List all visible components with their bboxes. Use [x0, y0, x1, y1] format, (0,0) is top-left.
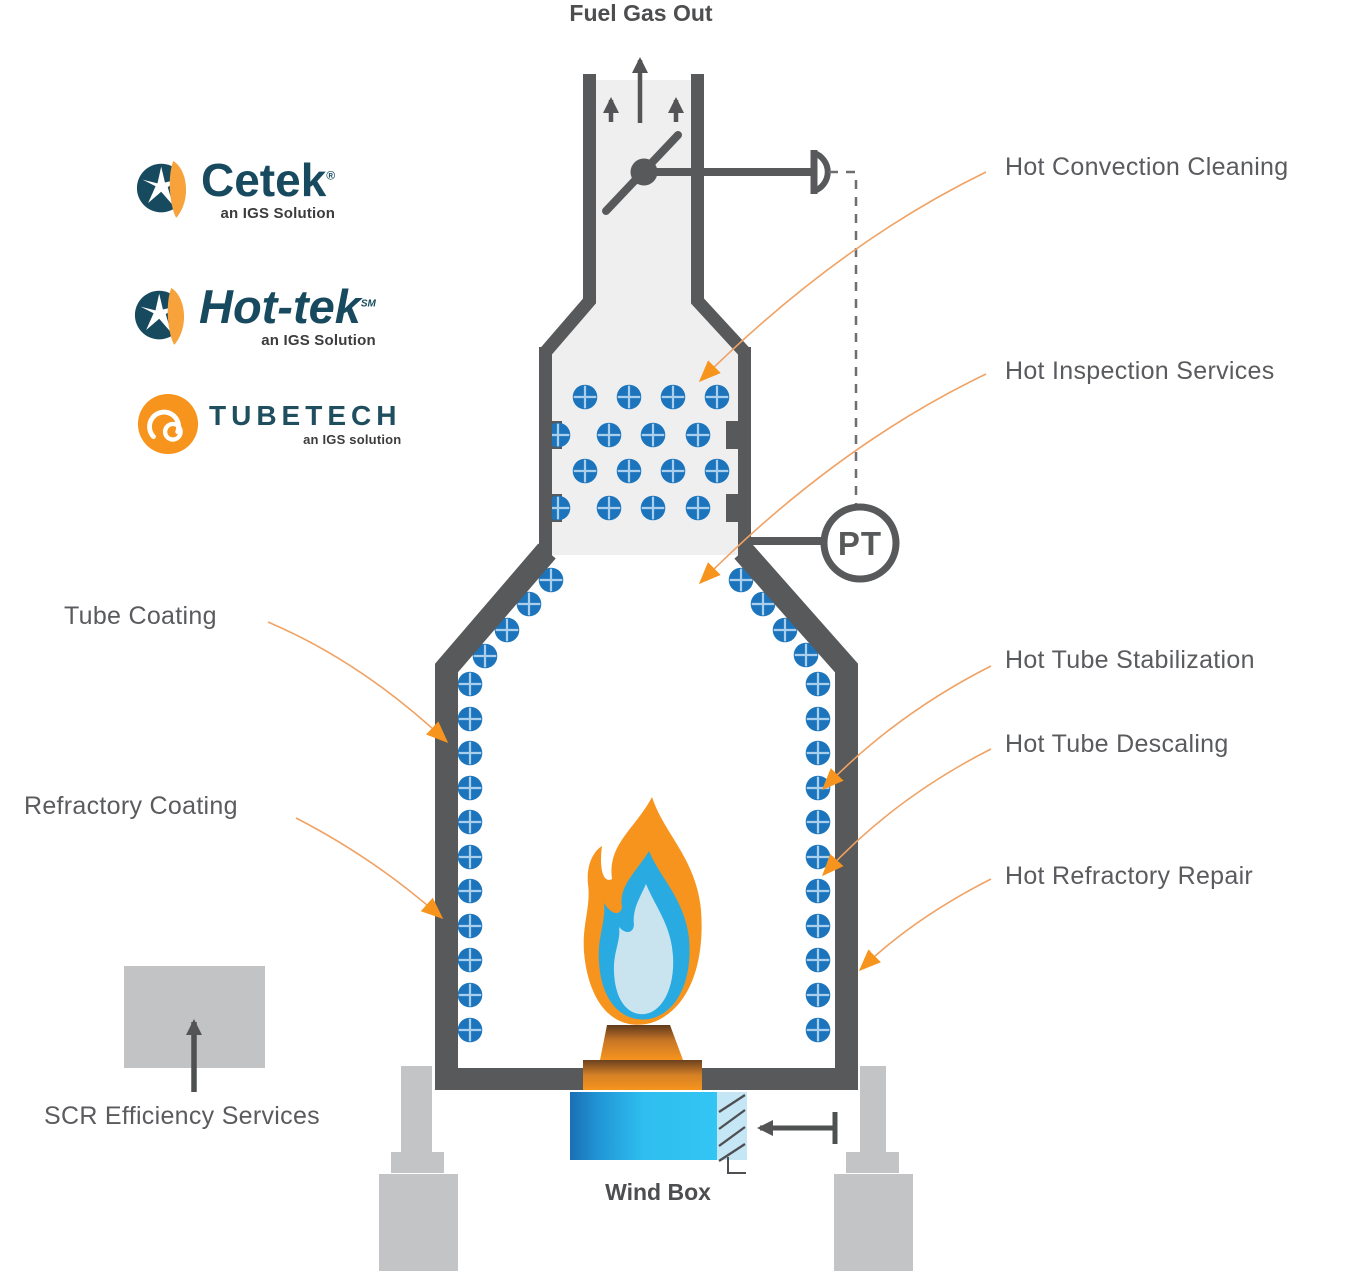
wind-box-air-arrow — [757, 1112, 838, 1144]
leader-hot-tube-stabilization — [821, 665, 992, 791]
burner — [583, 1025, 702, 1090]
wind-box-label: Wind Box — [605, 1179, 711, 1205]
callout-hot-convection-cleaning: Hot Convection Cleaning — [1005, 153, 1289, 181]
leader-hot-convection-cleaning — [698, 171, 987, 383]
scr-unit — [124, 966, 265, 1092]
pt-gauge-label: PT — [838, 525, 882, 562]
tubetech-logo: TUBETECH an IGS solution — [136, 392, 401, 456]
tubetech-logo-icon — [137, 393, 199, 455]
steel-supports — [379, 1066, 913, 1271]
pt-gauge: PT — [740, 503, 900, 583]
leader-hot-refractory-repair — [858, 878, 992, 972]
leader-refractory-coating — [295, 817, 444, 919]
callout-leader-lines — [267, 171, 992, 972]
tubetech-tagline: an IGS solution — [303, 431, 402, 447]
stack-damper — [602, 131, 858, 504]
callout-hot-tube-descaling: Hot Tube Descaling — [1005, 730, 1229, 758]
leader-hot-tube-descaling — [821, 748, 992, 877]
callout-tube-coating: Tube Coating — [64, 602, 217, 630]
fuel-gas-out-label: Fuel Gas Out — [569, 0, 713, 26]
callout-hot-inspection-services: Hot Inspection Services — [1005, 357, 1275, 385]
cetek-tagline: an IGS Solution — [220, 204, 336, 222]
cetek-logo-icon — [136, 161, 187, 218]
hottek-logo: Hot-tekSM an IGS Solution — [134, 283, 376, 349]
tubetech-wordmark: TUBETECH — [209, 399, 402, 431]
burner-flame — [583, 797, 702, 1025]
damper-handle — [810, 150, 831, 194]
callout-hot-tube-stabilization: Hot Tube Stabilization — [1005, 646, 1255, 674]
leader-tube-coating — [267, 621, 449, 744]
wind-box — [570, 1092, 838, 1174]
cetek-logo: Cetek® an IGS Solution — [136, 156, 335, 222]
callout-scr-efficiency-services: SCR Efficiency Services — [44, 1102, 320, 1130]
hottek-wordmark: Hot-tekSM — [199, 280, 376, 333]
leader-hot-inspection-services — [698, 373, 987, 585]
cetek-wordmark: Cetek® — [201, 153, 336, 206]
callout-refractory-coating: Refractory Coating — [24, 792, 238, 820]
flue-gas-arrows — [603, 57, 684, 123]
callout-hot-refractory-repair: Hot Refractory Repair — [1005, 862, 1254, 890]
hottek-logo-icon — [134, 288, 185, 345]
furnace-walls — [435, 74, 858, 1079]
hottek-tagline: an IGS Solution — [261, 332, 376, 349]
damper-signal-dashed-line — [829, 170, 858, 504]
